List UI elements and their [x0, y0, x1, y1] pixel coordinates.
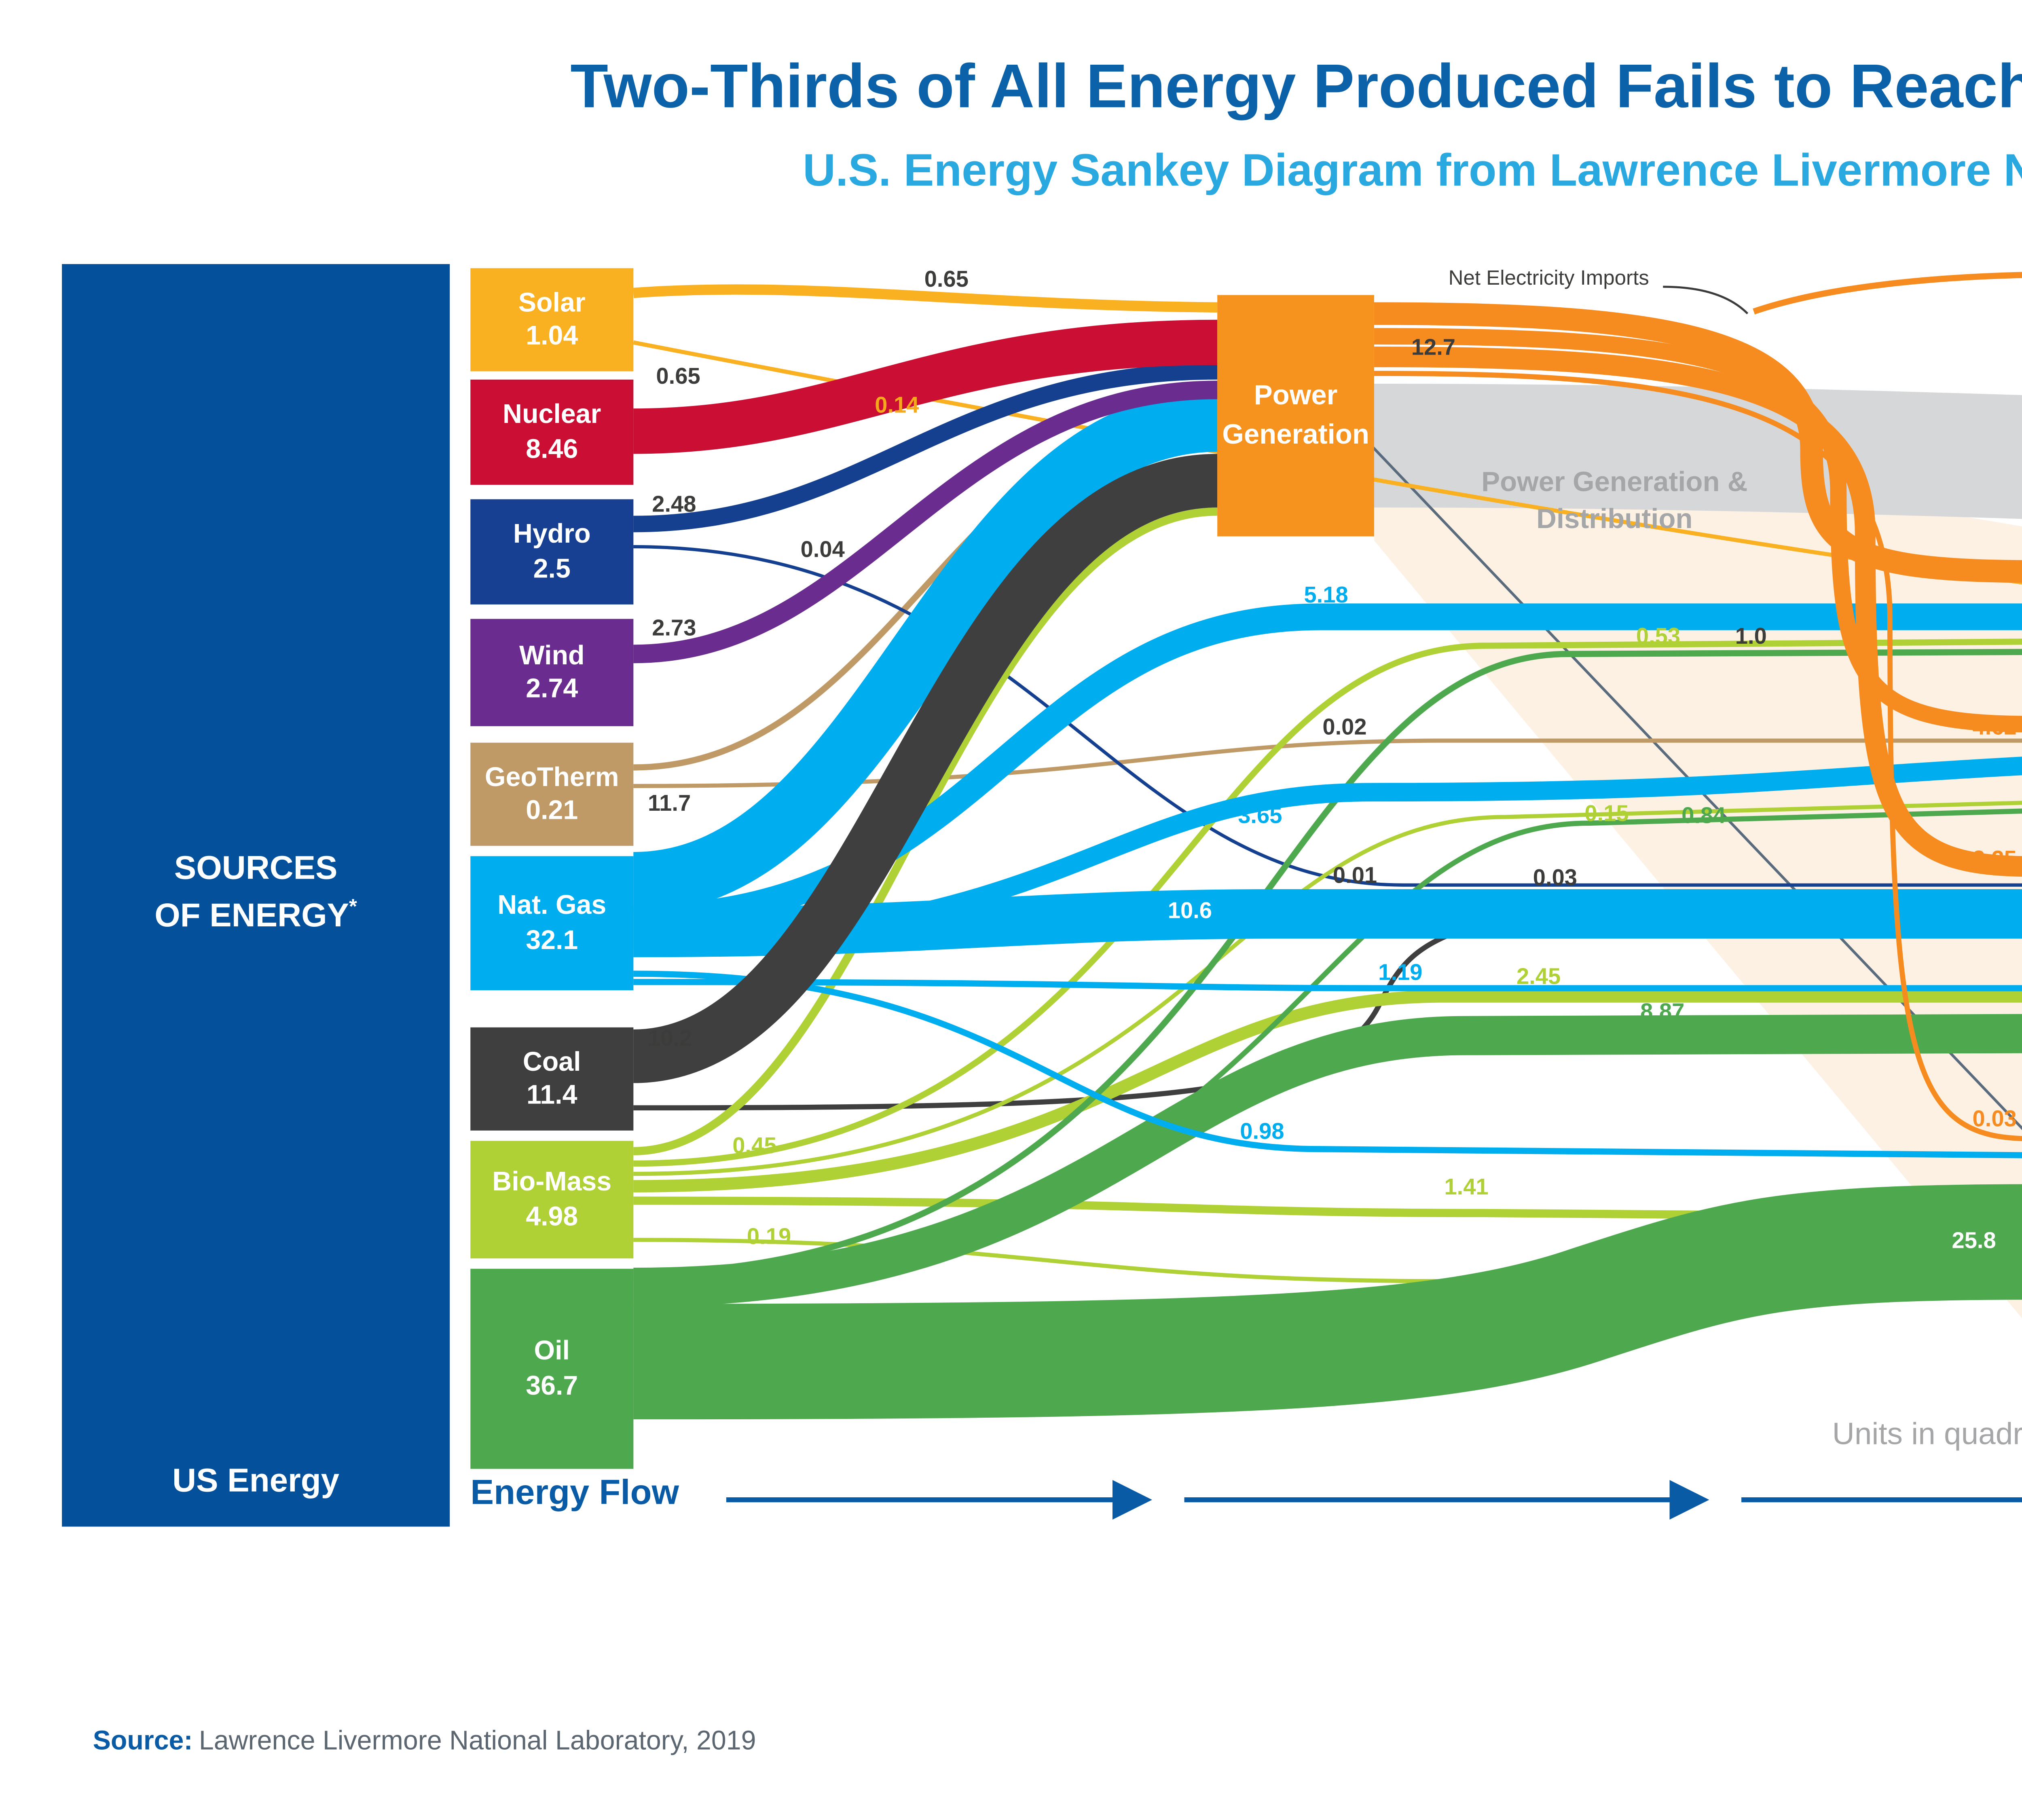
node-label: 2.74 [526, 672, 578, 704]
flow-nuclear-to-powergen [633, 319, 1218, 454]
flow-value-label: 12.7 [1411, 336, 1456, 361]
node-label: 11.4 [527, 1079, 577, 1110]
flow-value-label: 10.6 [1168, 899, 1212, 924]
node-label: Hydro [513, 518, 591, 550]
node-label: 8.46 [526, 432, 578, 463]
source-footnote-text: Lawrence Livermore National Laboratory, … [199, 1725, 756, 1756]
flow-value-label: 5.18 [1304, 583, 1348, 609]
net-electricity-imports-label: Net Electricity Imports [1448, 268, 1649, 291]
flow-value-label: 0.14 [875, 394, 919, 419]
flow-value-label: 0.19 [747, 1225, 791, 1250]
power-generation-label: Power Generation [1222, 380, 1369, 449]
flow-value-label: 0.02 [1322, 716, 1367, 741]
flow-value-label: 0.53 [1636, 625, 1681, 650]
node-label: Nuclear [503, 398, 601, 430]
flow-value-label: 0.04 [800, 538, 845, 563]
flow-value-label: 4.62 [1972, 716, 2017, 741]
units-note: Units in quadrillion BTUs consumed annua… [1832, 1417, 2022, 1452]
flow-hydro-to-powergen [633, 363, 1218, 533]
flow-natgas-to-residential [633, 603, 2022, 932]
flow-value-label: 0.98 [1240, 1120, 1284, 1145]
node-label: Nat. Gas [497, 890, 607, 921]
node-label: 1.04 [526, 319, 578, 351]
node-label: Bio-Mass [492, 1166, 612, 1197]
flow-natgas-to-powergen [633, 390, 1218, 914]
flow-oil-to-industrial [633, 1014, 2022, 1307]
flow-value-label: 0.65 [924, 268, 969, 293]
node-label: Wind [519, 639, 585, 670]
flow-value-label: 0.03 [1972, 1108, 2017, 1133]
flow-value-label: 1.0 [1735, 625, 1767, 650]
sources-panel: SOURCES OF ENERGY* US Energy [62, 264, 450, 1527]
source-footnote: Source:Lawrence Livermore National Labor… [93, 1725, 756, 1756]
flow-value-label: 1.41 [1444, 1176, 1489, 1201]
node-label: 2.5 [533, 552, 571, 583]
node-label: Coal [522, 1045, 581, 1076]
node-label: 36.7 [526, 1369, 578, 1400]
power-gen-distribution-label: Power Generation & Distribution [1481, 466, 1748, 534]
flow-biomass-to-industrial [633, 990, 2022, 1192]
sources-asterisk: * [349, 897, 357, 920]
flow-biomass-extra [633, 1238, 2022, 1283]
imports-pointer-line [1663, 285, 1749, 315]
sources-title-line2: OF ENERGY [154, 900, 349, 935]
flow-oil-to-transport [633, 1184, 2022, 1420]
flow-value-label: 2.45 [1516, 965, 1561, 990]
flow-value-label: 2.48 [652, 493, 696, 518]
flow-value-label: 11.7 [648, 792, 691, 817]
flow-value-label: 1.19 [1378, 961, 1423, 986]
flow-value-label: 0.15 [1584, 802, 1629, 827]
flow-value-label: 3.65 [1238, 804, 1282, 830]
node-label: 32.1 [526, 923, 578, 954]
sources-panel-title: SOURCES OF ENERGY* [62, 846, 450, 942]
node-label: 0.21 [526, 794, 578, 825]
node-label: Oil [534, 1335, 570, 1366]
page-subtitle: U.S. Energy Sankey Diagram from Lawrence… [803, 144, 2022, 196]
source-footnote-label: Source: [93, 1725, 193, 1756]
flow-paths-layer [633, 272, 2022, 1420]
node-label: GeoTherm [484, 761, 619, 792]
flow-natgas-to-commercial [633, 757, 2022, 950]
node-label: Solar [518, 286, 586, 317]
flow-coal-to-powergen [633, 454, 1218, 1083]
flow-value-label: 8.87 [1640, 1000, 1685, 1025]
flow-oil-to-residential [633, 649, 2022, 1276]
flow-natgas-extra [633, 979, 2022, 991]
flow-value-label: 3.25 [1972, 848, 2017, 873]
flow-value-label: 0.01 [1332, 864, 1377, 889]
node-label: 4.98 [526, 1199, 578, 1231]
flow-value-label: 0.45 [732, 1135, 777, 1160]
flow-value-label: 0.03 [1533, 866, 1578, 892]
page-title: Two-Thirds of All Energy Produced Fails … [570, 53, 2022, 122]
flow-biomass-to-transport [633, 1196, 2022, 1222]
us-energy-label: US Energy [172, 1465, 340, 1500]
flow-powergen-to-industrial [1374, 347, 2022, 877]
flow-biomass-to-commercial [633, 801, 2022, 1176]
flow-wind-to-powergen [633, 380, 1218, 664]
sources-title-line1: SOURCES [174, 852, 338, 887]
energy-flow-label: Energy Flow [470, 1473, 679, 1512]
flow-value-label: 10.2 [648, 1027, 692, 1053]
flow-net-electricity-imports [1753, 272, 2022, 315]
flow-value-label: 25.8 [1952, 1229, 1996, 1255]
flow-solar-to-powergen [633, 284, 1218, 313]
flow-value-label: 0.65 [656, 365, 700, 390]
power-generation-node: Power Generation [1217, 295, 1374, 537]
flow-value-label: 0.84 [1681, 804, 1726, 830]
flow-powergen-to-lost [1374, 383, 2022, 519]
flow-powergen-to-transport [1374, 371, 2022, 1141]
flow-value-label: 2.73 [652, 617, 696, 642]
